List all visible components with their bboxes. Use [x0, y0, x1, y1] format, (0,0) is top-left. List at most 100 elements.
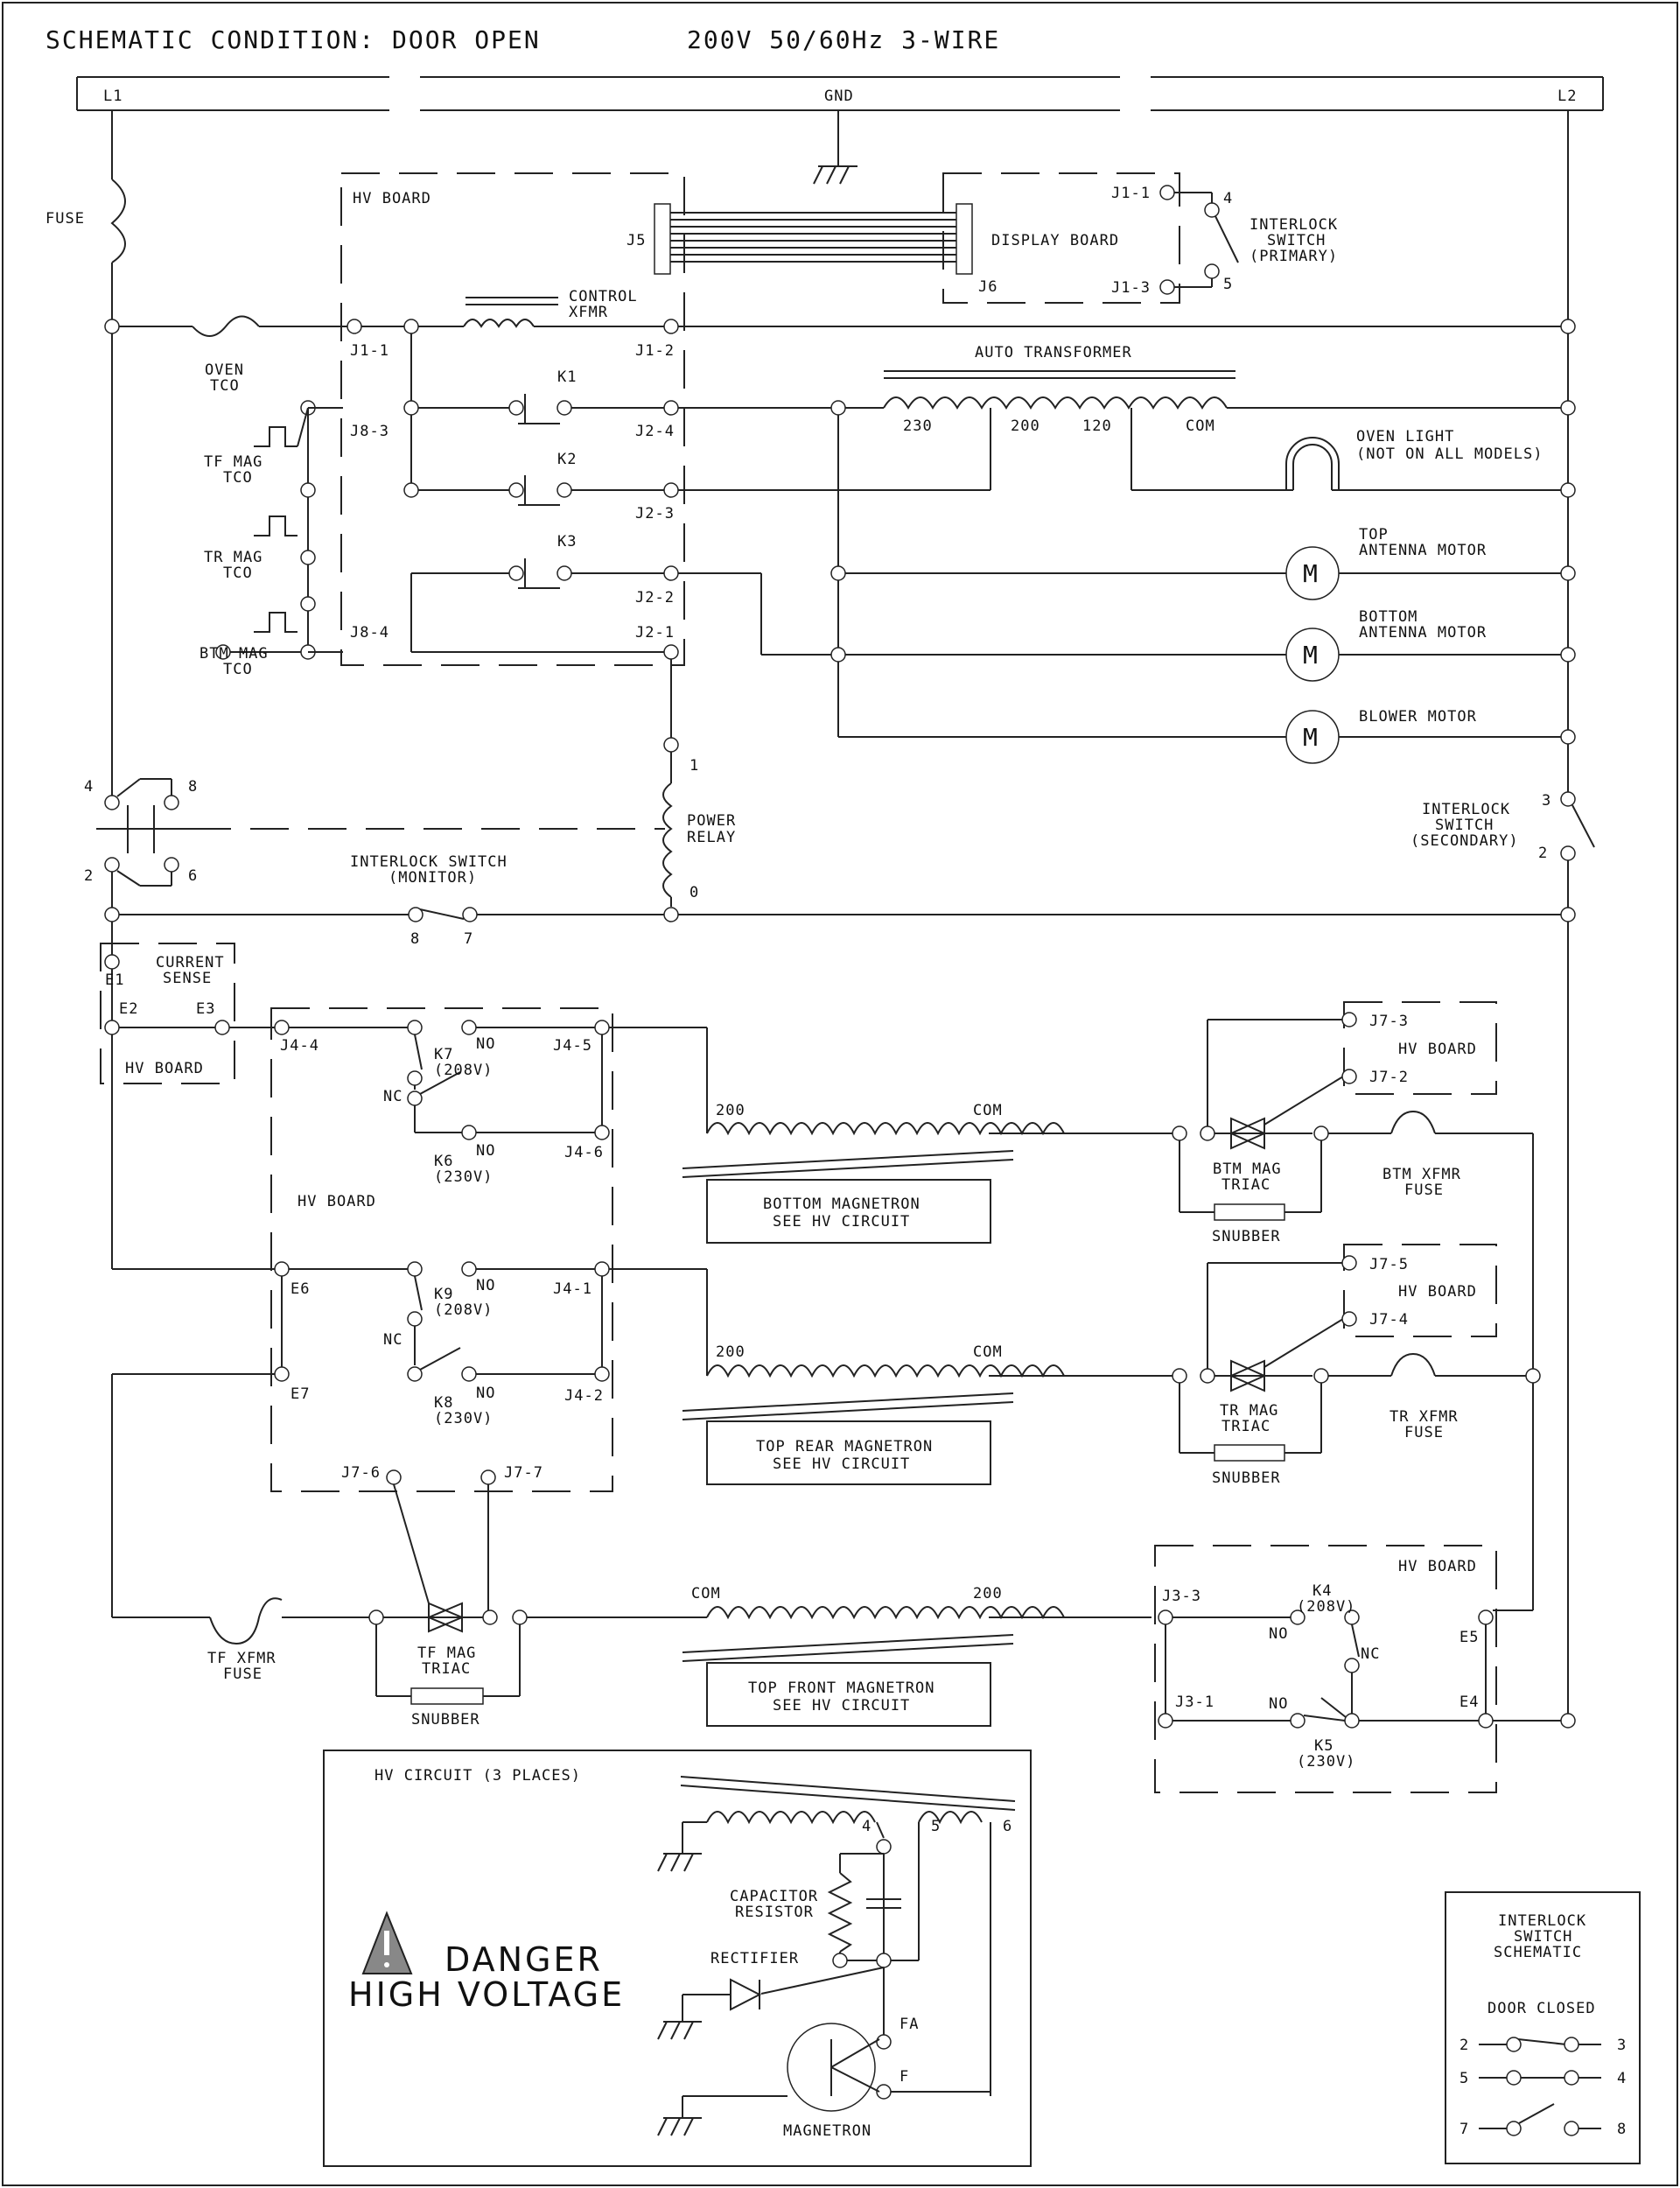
- j7-2-label: J7-2: [1369, 1069, 1409, 1086]
- j4-6-label: J4-6: [564, 1144, 604, 1161]
- hv-tap5-label: 5: [931, 1818, 941, 1835]
- top-rear-xfmr-200-label: 200: [716, 1343, 746, 1361]
- j6-connector: [956, 203, 973, 275]
- secondary-pin3-label: 3: [1542, 792, 1551, 810]
- control-xfmr-label-1: CONTROL: [569, 288, 638, 305]
- tr-mag-tco-label-2: TCO: [223, 565, 253, 582]
- j7-4-label: J7-4: [1369, 1311, 1409, 1329]
- hv-primary-coil: [706, 1811, 876, 1825]
- relay-pin0-label: 0: [690, 884, 699, 901]
- j1-1-label: J1-1: [350, 342, 389, 360]
- k4-voltage-label: (208V): [1297, 1598, 1355, 1616]
- tap-120-label: 120: [1082, 417, 1112, 435]
- k4-blade: [1351, 1623, 1360, 1658]
- k6-blade: [419, 1071, 461, 1095]
- monitor-pin8-label: 8: [410, 930, 420, 948]
- bus-gnd-label: GND: [824, 88, 854, 105]
- top-front-xfmr-com-label: COM: [691, 1585, 721, 1602]
- hv-circuit-box: [323, 1750, 1032, 2167]
- j3-1-label: J3-1: [1175, 1694, 1214, 1711]
- power-relay-label-2: RELAY: [687, 829, 736, 846]
- danger-label: DANGER: [444, 1940, 603, 1979]
- tr-mag-triac-label-2: TRIAC: [1222, 1418, 1270, 1435]
- k3-label: K3: [557, 533, 577, 551]
- display-j1-1-label: J1-1: [1111, 185, 1151, 202]
- f-label: F: [900, 2068, 909, 2086]
- bottom-antenna-motor-m: M: [1303, 641, 1320, 670]
- tr-xfmr-fuse-symbol: [1390, 1352, 1436, 1377]
- bottom-antenna-label-2: ANTENNA MOTOR: [1359, 624, 1487, 642]
- btm-xfmr-fuse-symbol: [1390, 1110, 1436, 1134]
- schematic-condition-title: SCHEMATIC CONDITION: DOOR OPEN: [46, 25, 541, 54]
- current-sense-board-outline: [100, 943, 235, 1084]
- tf-xfmr-fuse-label-1: TF XFMR: [207, 1650, 276, 1667]
- btm-mag-triac-label-2: TRIAC: [1222, 1176, 1270, 1194]
- oven-light-label-1: OVEN LIGHT: [1356, 428, 1454, 445]
- top-rear-magnetron-label: TOP REAR MAGNETRON: [756, 1438, 933, 1455]
- k9-voltage-label: (208V): [434, 1301, 493, 1319]
- tf-mag-tco-symbol: [254, 426, 298, 447]
- j7-3-label: J7-3: [1369, 1013, 1409, 1030]
- legend-pin5-label: 5: [1460, 2070, 1469, 2087]
- auto-transformer-coil: [883, 396, 1228, 410]
- j8-3-label: J8-3: [350, 423, 389, 440]
- top-front-see-hv-label: SEE HV CIRCUIT: [773, 1697, 910, 1715]
- k9-blade: [414, 1275, 423, 1311]
- bottom-magnetron-label: BOTTOM MAGNETRON: [763, 1196, 920, 1213]
- hv-board-right-label: HV BOARD: [1398, 1558, 1477, 1575]
- primary-pin4-label: 4: [1223, 190, 1233, 207]
- primary-switch-pin4: [1204, 202, 1220, 218]
- top-front-magnetron-xfmr-coil: [706, 1606, 1065, 1620]
- primary-pin5-label: 5: [1223, 276, 1233, 293]
- k8-nc-label: NC: [383, 1331, 402, 1349]
- cap-res-label-2: RESISTOR: [735, 1904, 814, 1921]
- legend-label-1: INTERLOCK: [1498, 1912, 1586, 1930]
- top-antenna-label-1: TOP: [1359, 526, 1389, 543]
- tr-mag-tco-label-1: TR MAG: [204, 549, 262, 566]
- cap-res-label-1: CAPACITOR: [730, 1888, 818, 1905]
- bottom-xfmr-200-label: 200: [716, 1102, 746, 1119]
- top-rear-see-hv-label: SEE HV CIRCUIT: [773, 1455, 910, 1473]
- hv-board-right-outline: [1154, 1545, 1497, 1793]
- oven-light-label-2: (NOT ON ALL MODELS): [1356, 445, 1543, 463]
- j4-5-label: J4-5: [553, 1037, 592, 1055]
- j8-4-label: J8-4: [350, 624, 389, 642]
- k8-no-label: NO: [476, 1385, 495, 1402]
- k5-no-label: NO: [1269, 1695, 1288, 1713]
- tf-snubber-label: SNUBBER: [411, 1711, 480, 1729]
- auto-transformer-label: AUTO TRANSFORMER: [975, 344, 1132, 361]
- btm-xfmr-fuse-label-1: BTM XFMR: [1382, 1166, 1461, 1183]
- legend-switch-7-8: [1518, 2103, 1555, 2124]
- bottom-xfmr-com-label: COM: [973, 1102, 1003, 1119]
- k6-no-label: NO: [476, 1142, 495, 1160]
- tr-xfmr-fuse-label-2: FUSE: [1404, 1424, 1444, 1441]
- rectifier-label: RECTIFIER: [710, 1950, 799, 1967]
- btm-mag-tco-symbol: [254, 612, 298, 633]
- top-rear-magnetron-box: [706, 1420, 991, 1485]
- hv-board-tr-triac-label: HV BOARD: [1398, 1283, 1477, 1301]
- k1-label: K1: [557, 368, 577, 386]
- interlock-primary-label-3: (PRIMARY): [1250, 248, 1338, 265]
- current-sense-hv-board-label: HV BOARD: [125, 1060, 204, 1077]
- legend-pin3-label: 3: [1617, 2037, 1627, 2054]
- e7-label: E7: [290, 1385, 310, 1403]
- tr-snubber: [1214, 1444, 1285, 1462]
- e1-label: E1: [105, 971, 124, 989]
- k4-no-label: NO: [1269, 1625, 1288, 1643]
- btm-mag-triac-label-1: BTM MAG: [1213, 1161, 1282, 1178]
- k5-blade: [1320, 1697, 1347, 1718]
- k5-label: K5: [1314, 1737, 1334, 1755]
- interlock-primary-label-1: INTERLOCK: [1250, 216, 1338, 234]
- k9-label: K9: [434, 1286, 453, 1303]
- magnetron-label: MAGNETRON: [783, 2122, 872, 2140]
- j5-connector: [654, 203, 671, 275]
- switch-pin2-label: 2: [84, 867, 94, 885]
- interlock-monitor-label-1: INTERLOCK SWITCH: [350, 853, 508, 871]
- tf-mag-tco-label-1: TF MAG: [204, 453, 262, 471]
- j2-3-label: J2-3: [635, 505, 675, 522]
- rectifier-icon: [730, 1978, 762, 2011]
- tr-snubber-label: SNUBBER: [1212, 1469, 1281, 1487]
- interlock-legend-box: [1445, 1891, 1641, 2164]
